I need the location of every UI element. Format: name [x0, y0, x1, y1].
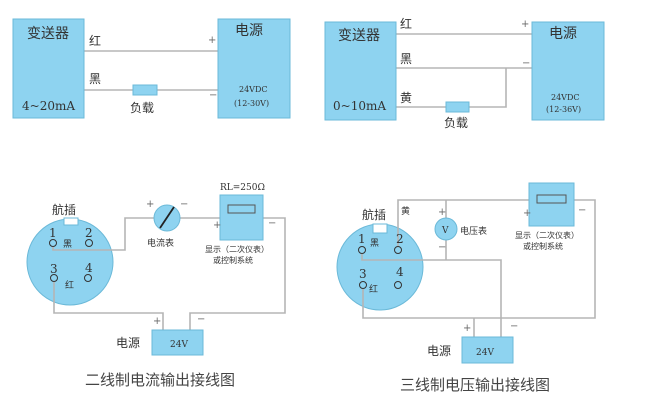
minus-sign: −: [522, 58, 530, 69]
two-wire-basic-diagram: 变送器 4~20mA 红 黑 负载 + − 电源 24VDC (12-30V): [12, 18, 291, 119]
pin-3-wire-label: 红: [369, 283, 378, 295]
power-minus: −: [510, 321, 518, 332]
aviation-connector: [336, 223, 424, 311]
connector-label: 航插: [52, 202, 76, 217]
pin-1-wire-label: 黑: [63, 239, 72, 250]
power-minus: −: [197, 314, 205, 325]
power-box: [461, 336, 514, 364]
wires: [52, 217, 286, 330]
wire-yellow-label: 黄: [400, 91, 412, 105]
pin-4-number: 4: [85, 261, 93, 275]
pin-1: [358, 246, 366, 254]
transmitter-box: [12, 18, 85, 119]
range-label: 4~20mA: [22, 99, 75, 113]
display-label-line2: 或控制系统: [523, 241, 563, 251]
range-label: 0~10mA: [333, 99, 386, 113]
ammeter-plus: +: [146, 199, 154, 210]
connector-notch: [63, 217, 79, 226]
pin-3-number: 3: [359, 267, 367, 281]
plus-sign: +: [521, 19, 529, 30]
connector-notch: [372, 223, 388, 234]
transmitter-label: 变送器: [27, 26, 69, 42]
wires: [84, 50, 218, 91]
pin-1: [49, 239, 57, 247]
display-label-line1: 显示（二次仪表）: [205, 244, 269, 254]
display-screen: [227, 204, 256, 214]
transmitter-label: 变送器: [338, 28, 380, 44]
pin-3-number: 3: [50, 262, 58, 276]
resistance-label: RL=250Ω: [220, 183, 265, 193]
power-voltage: 24V: [476, 348, 494, 358]
power-box: [151, 329, 204, 356]
display-label-line2: 或控制系统: [213, 255, 253, 265]
pin-2: [394, 246, 402, 254]
load-label: 负载: [444, 116, 468, 130]
display-instrument: [219, 194, 264, 241]
ammeter-label: 电流表: [147, 237, 174, 249]
diagram-title: 二线制电流输出接线图: [85, 371, 235, 389]
connector-label: 航插: [362, 207, 386, 222]
power-label: 电源: [549, 26, 577, 42]
load-resistor: [445, 101, 470, 113]
pin-4: [394, 281, 402, 289]
display-screen: [536, 194, 567, 204]
voltmeter-icon: [434, 217, 458, 241]
pin-2-wire-label: 黄: [401, 205, 410, 217]
power-box: [217, 18, 291, 119]
pin-4-number: 4: [396, 265, 404, 279]
wire-black-label: 黑: [89, 72, 101, 86]
voltmeter-plus: +: [438, 207, 446, 218]
display-plus: +: [523, 208, 531, 219]
pin-1-number: 1: [49, 226, 57, 240]
power-range: (12-30V): [234, 99, 269, 108]
wire-red-label: 红: [89, 33, 101, 48]
voltmeter-label: 电压表: [460, 225, 487, 237]
pin-2: [85, 239, 93, 247]
voltmeter-symbol: V: [441, 226, 449, 236]
power-label: 电源: [116, 336, 140, 350]
power-voltage: 24VDC: [551, 93, 580, 102]
display-minus: −: [578, 205, 586, 216]
wires: [396, 33, 532, 108]
display-plus: +: [213, 220, 221, 231]
plus-sign: +: [208, 35, 216, 46]
load-label: 负载: [130, 101, 154, 115]
pin-2-number: 2: [85, 226, 93, 240]
power-label: 电源: [235, 23, 263, 39]
power-label: 电源: [427, 344, 451, 358]
two-wire-current-output-diagram: 航插 1 2 3 4 黑 红 + − 电流表 RL=250Ω + − 显示（二次…: [26, 183, 286, 389]
pin-1-number: 1: [358, 232, 366, 246]
power-voltage: 24V: [170, 340, 188, 350]
pin-3: [50, 274, 58, 282]
pin-3-wire-label: 红: [65, 279, 74, 291]
wire-black-label: 黑: [400, 52, 412, 66]
three-wire-basic-diagram: 变送器 0~10mA 红 黑 黄 负载 + − 电源 24VDC (12-36V…: [324, 16, 605, 130]
ammeter-minus: −: [180, 199, 188, 210]
power-box: [531, 21, 605, 121]
wires: [361, 199, 596, 337]
pin-2-number: 2: [396, 232, 404, 246]
pin-4: [84, 274, 92, 282]
pin-3: [359, 281, 367, 289]
ammeter-needle: [159, 206, 175, 229]
display-instrument: [528, 182, 575, 227]
transmitter-box: [324, 21, 397, 121]
diagram-title: 三线制电压输出接线图: [400, 376, 550, 394]
pin-1-wire-label: 黑: [370, 238, 379, 249]
power-plus: +: [153, 316, 161, 327]
wire-red-label: 红: [400, 16, 412, 31]
display-label-line1: 显示（二次仪表）: [515, 230, 579, 240]
voltmeter-minus: −: [438, 242, 446, 253]
minus-sign: −: [209, 90, 217, 101]
three-wire-voltage-output-diagram: 航插 1 2 3 4 黑 红 黄 V + − 电压表 + − 显示（二次仪表） …: [336, 182, 596, 394]
display-minus: −: [268, 218, 276, 229]
load-resistor: [132, 84, 158, 96]
power-voltage: 24VDC: [239, 85, 268, 94]
power-plus: +: [463, 323, 471, 334]
aviation-connector: [26, 218, 114, 306]
power-range: (12-36V): [546, 105, 581, 114]
